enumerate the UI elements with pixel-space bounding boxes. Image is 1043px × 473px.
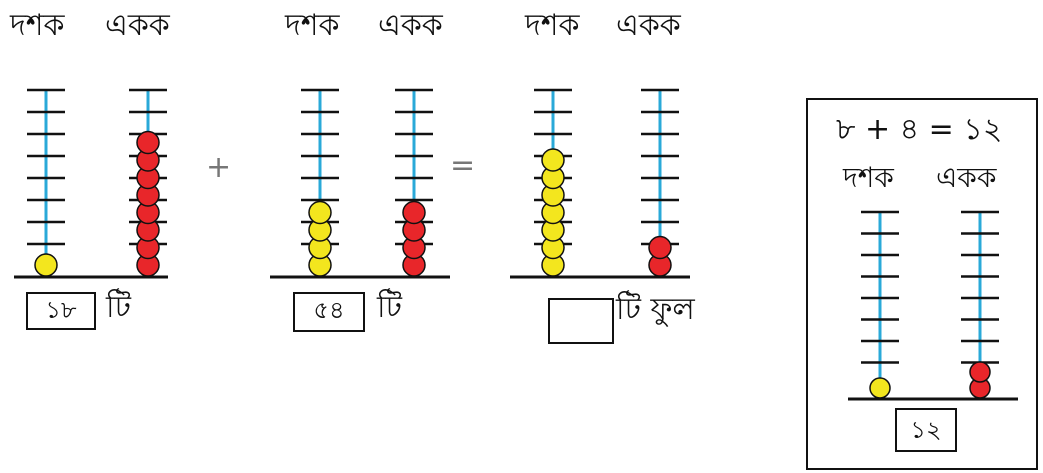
ones-label-1: একক bbox=[105, 8, 170, 43]
number-box-2: ৫৪ bbox=[293, 292, 365, 332]
abacus-3-tens-bead bbox=[541, 148, 565, 172]
suffix-3: টি ফুল bbox=[616, 292, 695, 327]
tens-label-1: দশক bbox=[10, 8, 65, 43]
tens-label-2: দশক bbox=[285, 8, 340, 43]
hint-abacus-ones-bead bbox=[969, 361, 991, 383]
abacus-1-tens-bead bbox=[34, 253, 58, 277]
abacus-2-tens-bead bbox=[308, 200, 332, 225]
hint-number-box: ১২ bbox=[895, 408, 957, 452]
hint-equation: ৮ + ৪ = ১২ bbox=[836, 112, 1003, 147]
plus-sign: + bbox=[206, 150, 232, 185]
abacus-1-ones-bead bbox=[136, 130, 160, 155]
equals-sign: = bbox=[450, 148, 476, 183]
hint-abacus-tens-bead bbox=[869, 377, 891, 399]
suffix-1: টি bbox=[106, 290, 131, 325]
ones-label-3: একক bbox=[616, 8, 681, 43]
answer-box[interactable] bbox=[548, 298, 614, 344]
hint-panel bbox=[806, 98, 1038, 470]
number-box-1: ১৮ bbox=[26, 292, 96, 330]
hint-ones-label: একক bbox=[936, 161, 997, 194]
abacus-2-ones-bead bbox=[402, 200, 426, 225]
ones-label-2: একক bbox=[378, 8, 443, 43]
suffix-2: টি bbox=[377, 290, 402, 325]
tens-label-3: দশক bbox=[525, 8, 580, 43]
abacus-3-ones-bead bbox=[648, 235, 672, 260]
hint-tens-label: দশক bbox=[843, 161, 894, 194]
